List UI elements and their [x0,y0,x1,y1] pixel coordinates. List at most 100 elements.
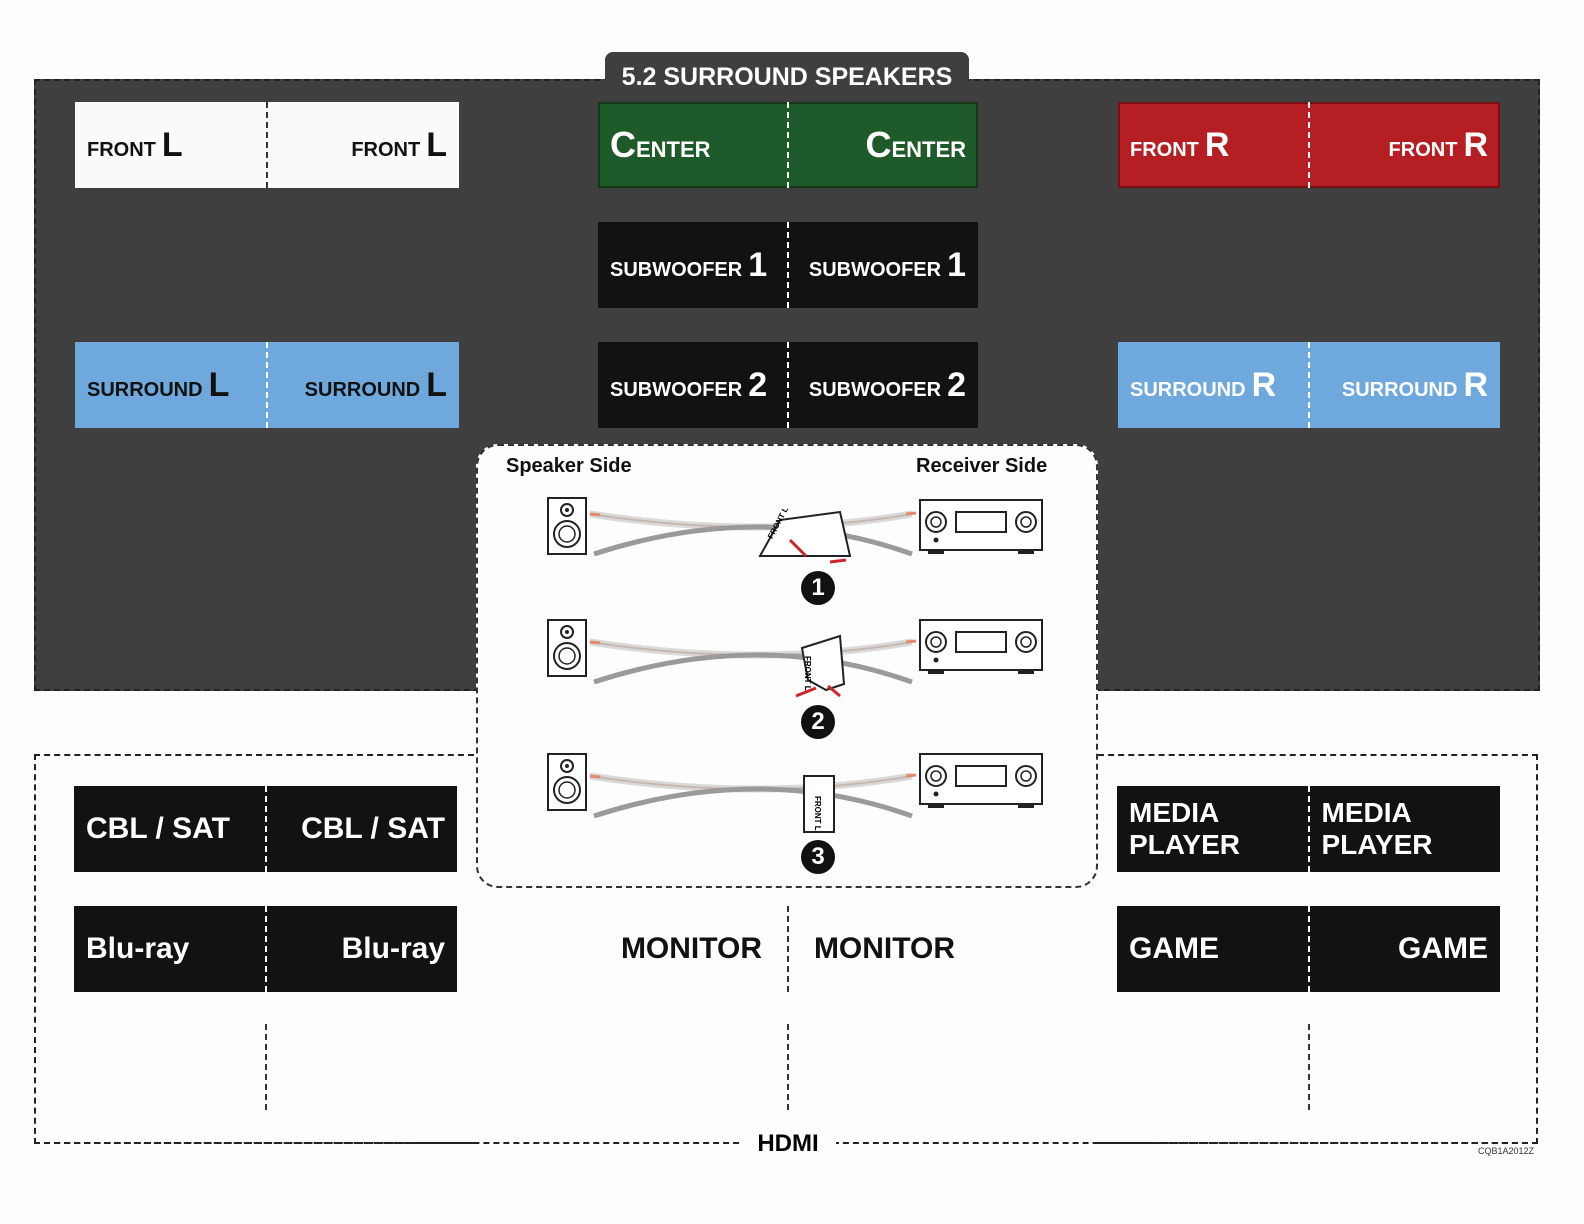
blank-label [74,1024,267,1110]
center-text: ENTER [891,137,966,162]
surround-right-letter: R [1463,365,1488,404]
receiver-icon [919,499,1043,555]
step-3-illustration [547,753,1043,833]
blank-label-copy [267,1024,458,1110]
blank-label [1117,1024,1310,1110]
media-player-text: MEDIA PLAYER [1321,797,1433,860]
game-label-pair: GAME GAME [1117,906,1500,992]
center-label: CENTER [598,102,789,188]
step-3-badge: 3 [801,840,835,874]
step-2-illustration [547,619,1043,698]
subwoofer-1-text: SUBWOOFER [808,258,942,281]
game-text: GAME [1129,932,1219,965]
speaker-icon [547,619,587,677]
surround-right-text: SURROUND [1130,378,1246,401]
monitor-label: MONITOR [596,906,789,992]
game-label: GAME [1117,906,1310,992]
subwoofer-2-text: SUBWOOFER [808,378,942,401]
cbl-sat-text: CBL / SAT [301,812,445,845]
tag-text-step-3: FRONT L [813,796,822,831]
surround-left-text: SURROUND [304,378,421,401]
front-left-letter: L [426,125,447,164]
blank-label-pair-left [74,1024,457,1110]
speaker-icon [547,497,587,555]
speaker-icon [547,753,587,811]
front-left-letter: L [161,125,183,164]
label-tag [803,775,835,833]
media-player-label: MEDIA PLAYER [1117,786,1310,872]
monitor-text: MONITOR [620,932,763,965]
label-tag [758,510,852,557]
front-right-letter: R [1204,125,1230,164]
center-text: ENTER [636,137,711,162]
bluray-label-pair: Blu-ray Blu-ray [74,906,457,992]
surround-left-text: SURROUND [87,378,203,401]
step-1-badge: 1 [801,571,835,605]
center-label-copy: CENTER [789,102,978,188]
front-right-text: FRONT [1388,138,1458,161]
front-left-text: FRONT [87,138,156,161]
speaker-side-heading: Speaker Side [506,455,632,477]
subwoofer-2-number: 2 [947,365,966,404]
front-left-text: FRONT [351,138,421,161]
media-player-label-copy: MEDIA PLAYER [1310,786,1501,872]
document-code: CQB1A2012Z [1478,1146,1535,1156]
game-text: GAME [1398,932,1488,965]
surround-left-letter: L [208,365,230,404]
game-label-copy: GAME [1310,906,1501,992]
blank-label [596,1024,789,1110]
label-tag [800,634,846,692]
hdmi-group-label: HDMI [740,1128,836,1160]
bluray-label: Blu-ray [74,906,267,992]
cbl-sat-label-pair: CBL / SAT CBL / SAT [74,786,457,872]
subwoofer-2-number: 2 [748,365,768,404]
bluray-label-copy: Blu-ray [267,906,458,992]
cbl-sat-label-copy: CBL / SAT [267,786,458,872]
step-2-badge: 2 [801,705,835,739]
receiver-icon [919,753,1043,809]
center-initial: C [865,124,892,165]
receiver-side-heading: Receiver Side [916,455,1048,477]
cbl-sat-text: CBL / SAT [86,812,230,845]
blank-label-copy [789,1024,980,1110]
subwoofer-1-text: SUBWOOFER [610,258,743,281]
surround-right-text: SURROUND [1341,378,1458,401]
bluray-text: Blu-ray [341,932,445,965]
front-right-text: FRONT [1130,138,1199,161]
subwoofer-1-number: 1 [947,245,966,284]
blank-label-pair-center [596,1024,980,1110]
bluray-text: Blu-ray [86,932,190,965]
center-initial: C [610,124,636,165]
page-title: 5.2 SURROUND SPEAKERS [605,52,969,102]
media-player-label-pair: MEDIA PLAYER MEDIA PLAYER [1117,786,1500,872]
step-1-illustration [547,497,1043,564]
receiver-icon [919,619,1043,675]
tag-text-step-2: FRONT L [803,656,812,691]
surround-left-letter: L [426,365,447,404]
blank-label-pair-right [1117,1024,1500,1110]
monitor-label-pair: MONITOR MONITOR [596,906,980,992]
front-right-letter: R [1463,125,1488,164]
wire-labeling-diagram [547,497,1043,833]
blank-label-copy [1310,1024,1501,1110]
monitor-label-copy: MONITOR [789,906,980,992]
monitor-text: MONITOR [813,932,956,965]
surround-right-letter: R [1251,365,1277,404]
cbl-sat-label: CBL / SAT [74,786,267,872]
